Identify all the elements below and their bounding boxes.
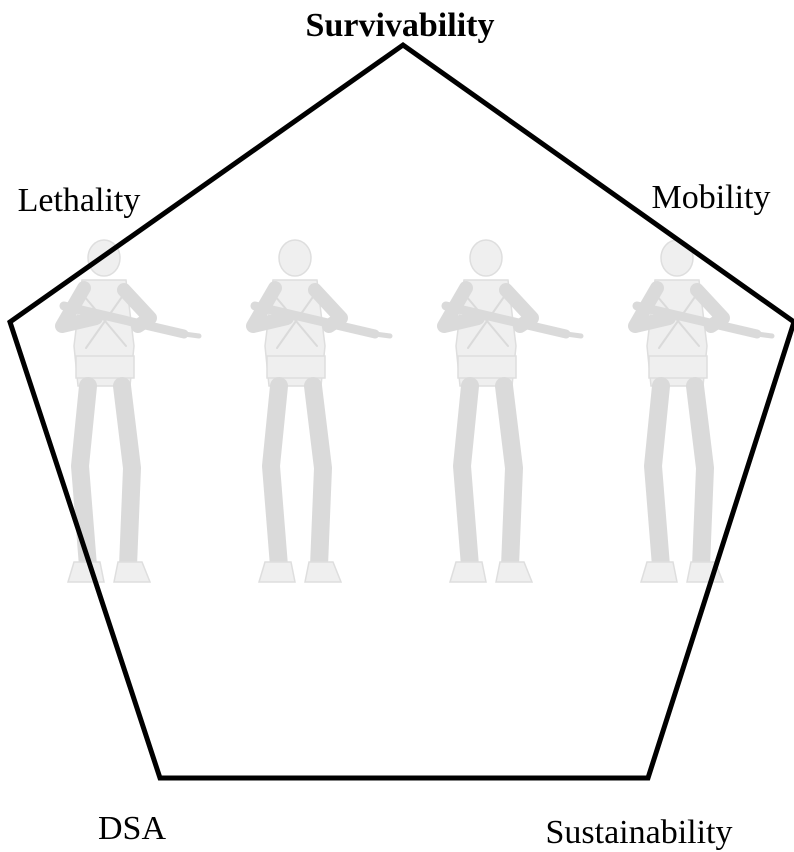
soldier-figures: [62, 240, 772, 582]
soldier-figure: [253, 240, 390, 582]
label-dsa: DSA: [98, 810, 166, 847]
label-survivability: Survivability: [306, 7, 495, 44]
soldier-figure: [444, 240, 581, 582]
soldier-figure: [62, 240, 199, 582]
label-sustainability: Sustainability: [546, 814, 733, 851]
label-mobility: Mobility: [651, 179, 770, 216]
label-lethality: Lethality: [18, 182, 141, 219]
